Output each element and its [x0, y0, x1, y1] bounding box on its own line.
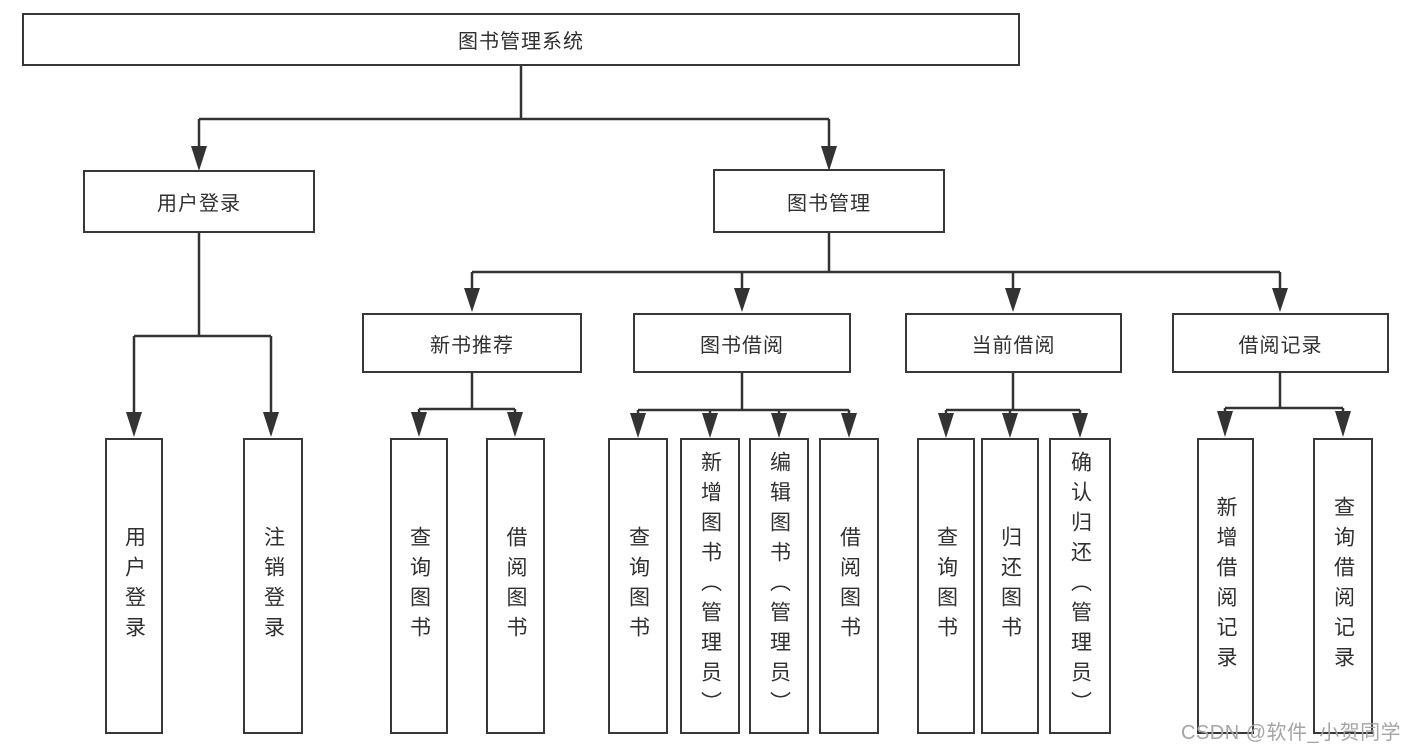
leaf-add-book-admin: 新增图书（管理员） [680, 438, 740, 734]
node-user-login: 用户登录 [83, 170, 315, 233]
arrowhead-icon [630, 413, 646, 438]
connector-root-to-level2 [197, 66, 831, 147]
connector-current-borrowing-to-leaves [944, 373, 1082, 415]
leaf-query-borrow-record: 查询借阅记录 [1313, 438, 1373, 734]
arrowhead-icon [263, 412, 279, 437]
leaf-borrow-books-borrowing: 借阅图书 [819, 438, 879, 734]
arrowhead-icon [464, 288, 480, 312]
arrowhead-icon [1072, 413, 1088, 438]
arrowhead-icon [1335, 411, 1351, 437]
node-library-management-system: 图书管理系统 [22, 13, 1020, 66]
arrowhead-icon [1002, 413, 1018, 438]
leaf-borrow-books-recommend: 借阅图书 [486, 438, 545, 734]
arrowhead-icon [126, 412, 142, 437]
connector-user-login-to-leaves [132, 233, 273, 413]
connector-book-borrowing-to-leaves [636, 373, 851, 415]
node-current-borrowing: 当前借阅 [905, 313, 1122, 373]
arrowhead-icon [1272, 288, 1288, 312]
leaf-user-login: 用户登录 [105, 438, 163, 734]
node-new-book-recommend: 新书推荐 [362, 313, 582, 373]
arrowhead-icon [938, 413, 954, 438]
arrowhead-icon [821, 146, 837, 171]
leaf-query-books-recommend: 查询图书 [390, 438, 448, 734]
watermark: CSDN @软件_小贺同学 [1181, 722, 1402, 744]
arrowhead-icon [1005, 288, 1021, 312]
arrowhead-icon [191, 146, 207, 171]
leaf-query-books-current: 查询图书 [917, 438, 975, 734]
leaf-confirm-return-admin: 确认归还（管理员） [1049, 438, 1111, 734]
node-book-borrowing: 图书借阅 [633, 313, 851, 373]
arrowhead-icon [1217, 411, 1233, 437]
arrowhead-icon [702, 413, 718, 438]
node-book-management: 图书管理 [713, 169, 945, 233]
connector-book-management-to-level3 [470, 233, 1282, 290]
arrowhead-icon [411, 412, 427, 437]
leaf-add-borrow-record: 新增借阅记录 [1197, 438, 1254, 734]
arrowhead-icon [771, 413, 787, 438]
connector-new-book-recommend-to-leaves [417, 373, 517, 414]
leaf-logout: 注销登录 [243, 438, 303, 734]
leaf-return-books: 归还图书 [981, 438, 1039, 734]
connector-borrowing-records-to-leaves [1223, 373, 1345, 413]
node-borrowing-records: 借阅记录 [1172, 313, 1389, 373]
leaf-edit-book-admin: 编辑图书（管理员） [749, 438, 809, 734]
leaf-query-books-borrowing: 查询图书 [608, 438, 668, 734]
arrowhead-icon [734, 288, 750, 312]
arrowhead-icon [507, 412, 523, 437]
arrowhead-icon [841, 413, 857, 438]
